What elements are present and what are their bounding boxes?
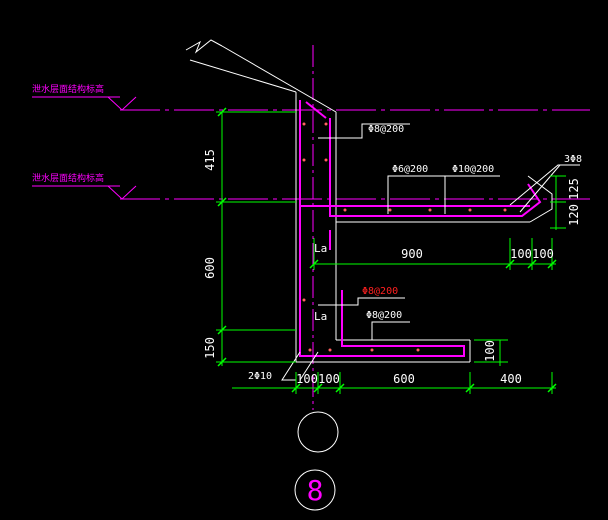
- dim-125: 125: [567, 178, 581, 200]
- rebar-label-top-wall: Φ8@200: [368, 124, 404, 135]
- section-marker-number: 8: [307, 474, 324, 507]
- section-marker: 8: [294, 411, 339, 511]
- dimension-lines: [216, 111, 566, 394]
- dim-150: 150: [203, 337, 217, 359]
- dim-120: 120: [567, 204, 581, 226]
- rebar-label-beam-distribution: Φ6@200: [392, 164, 428, 175]
- dim-600-vertical: 600: [203, 257, 217, 279]
- rebar-label-bottom-bars: 2Φ10: [248, 371, 272, 382]
- dimension-ticks: [217, 107, 557, 393]
- anchor-label-upper: La: [314, 242, 327, 255]
- rebar-label-lower-slab: Φ8@200: [366, 310, 402, 321]
- rebar-dots: [302, 122, 507, 352]
- dim-900: 900: [401, 247, 423, 261]
- dim-100-slab-a: 100: [296, 372, 318, 386]
- rebar-label-corner-bars: 3Φ8: [564, 154, 582, 165]
- level-label-lower: 泄水层面结构标高: [32, 172, 104, 184]
- concrete-outline: [185, 39, 553, 363]
- dim-100-beam-b: 100: [532, 247, 554, 261]
- level-lower: 泄水层面结构标高: [32, 172, 590, 200]
- dim-600-slab: 600: [393, 372, 415, 386]
- level-upper: 泄水层面结构标高: [32, 83, 590, 111]
- rebar-cage: [299, 100, 542, 357]
- dim-100-beam-a: 100: [510, 247, 532, 261]
- level-label-upper: 泄水层面结构标高: [32, 83, 104, 95]
- dim-400-slab: 400: [500, 372, 522, 386]
- leader-lines: [281, 123, 580, 381]
- anchor-label-lower: La: [314, 310, 327, 323]
- dim-415: 415: [203, 149, 217, 171]
- dim-100-slab-thickness: 100: [483, 340, 497, 362]
- rebar-label-lower-wall: Φ8@200: [362, 286, 398, 297]
- dim-100-slab-b: 100: [318, 372, 340, 386]
- rebar-label-beam-main: Φ10@200: [452, 164, 494, 175]
